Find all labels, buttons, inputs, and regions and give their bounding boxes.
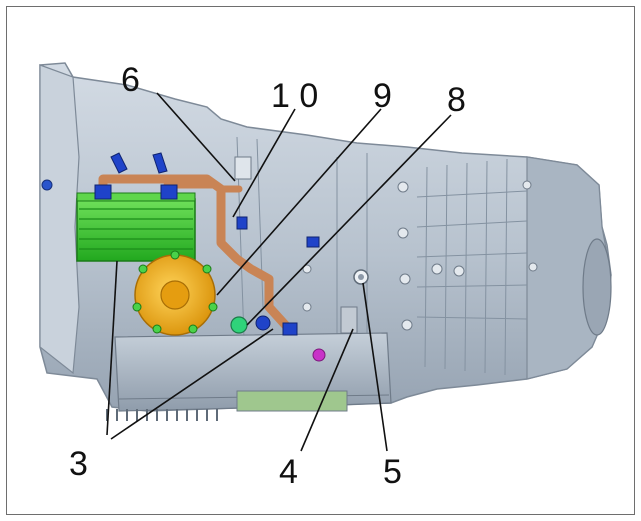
pipe-fittings [236,216,320,336]
diagram-frame: 6 1 0 9 8 3 4 5 [6,6,635,515]
callout-9: 9 [373,77,392,115]
oil-filter-icon [132,250,218,336]
top-connector [234,156,252,180]
gearbox-illustration: 6 1 0 9 8 3 4 5 [39,61,612,491]
oil-cooler-icon [76,192,196,262]
callout-6: 6 [121,61,140,99]
callout-4: 4 [279,453,298,491]
leader-lines [106,92,452,452]
callout-8: 8 [447,81,466,119]
callout-10: 1 0 [271,77,318,115]
green-plug [230,316,248,334]
magenta-sensor [312,306,358,362]
callout-3: 3 [69,445,88,483]
cooler-fittings [94,152,178,200]
screw-plug [353,269,369,285]
callout-5: 5 [383,453,402,491]
